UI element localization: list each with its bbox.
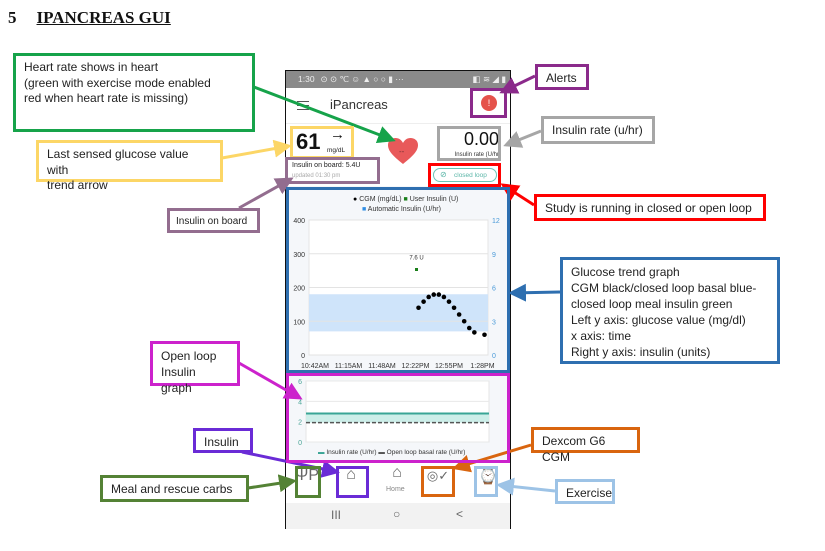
- arrow-open-loop: [238, 361, 303, 400]
- highlight-alerts: [470, 88, 507, 118]
- y-right-tick-label: 12: [492, 218, 500, 225]
- highlight-glucose: [290, 126, 354, 159]
- back-button[interactable]: <: [456, 507, 464, 521]
- y-right-tick-label: 3: [492, 319, 496, 326]
- cgm-point: [482, 332, 487, 338]
- status-right-icons: ◧ ≋ ◢ ▮: [472, 74, 506, 84]
- x-tick-label: 11:48AM: [368, 363, 396, 370]
- y-left-tick-label: 300: [293, 252, 305, 259]
- y-right-tick-label: 0: [492, 353, 496, 360]
- legend-cgm: ● CGM (mg/dL) ■ User Insulin (U): [353, 196, 459, 203]
- cgm-point: [436, 292, 442, 297]
- iob-updated: updated 01:30 pm: [292, 173, 341, 179]
- note-open-loop: Open loop Insulin graph: [150, 341, 240, 395]
- bottom-nav: ΨP ⌂ ⌂ Home ◎✓ ⌚: [286, 461, 510, 506]
- user-insulin-point: [415, 268, 418, 271]
- status-time: 1:30: [298, 74, 315, 84]
- arrow-heart: [253, 85, 396, 144]
- cgm-point: [426, 294, 431, 300]
- loop-mode-badge[interactable]: closed loop: [433, 168, 497, 182]
- arrow-iob: [238, 177, 294, 210]
- arrow-alerts: [499, 74, 536, 94]
- insulin-rate-fill: [306, 413, 489, 423]
- trend-arrow-icon: →: [330, 126, 345, 143]
- cgm-point: [446, 299, 452, 304]
- arrow-meal: [247, 474, 297, 493]
- y-tick-label: 6: [298, 379, 302, 386]
- insulin-on-board: Insulin on board: 5.4U: [292, 162, 361, 169]
- home-label: Home: [386, 486, 405, 493]
- note-glucose: Last sensed glucose value with trend arr…: [36, 140, 223, 192]
- y-left-tick-label: 400: [293, 218, 305, 225]
- x-tick-label: 1:28PM: [470, 363, 494, 370]
- highlight-insulin-rate: [437, 126, 501, 161]
- arrow-dexcom: [452, 443, 532, 473]
- heart-icon: [388, 138, 418, 164]
- status-icons: ⊙ ⊙ ℃ ☺ ▲ ○ ○ ▮ ···: [320, 74, 404, 84]
- y-right-tick-label: 6: [492, 286, 496, 293]
- y-tick-label: 2: [298, 420, 302, 427]
- legend-auto-insulin: ■ Automatic Insulin (U/hr): [362, 206, 441, 213]
- note-exercise: Exercise: [555, 479, 615, 504]
- y-tick-label: 4: [298, 399, 302, 406]
- note-heart-rate: Heart rate shows in heart (green with ex…: [13, 53, 255, 132]
- note-insulin-rate: Insulin rate (u/hr): [541, 116, 655, 144]
- arrow-insulin-rate: [503, 129, 542, 148]
- system-home-button[interactable]: ○: [393, 507, 401, 521]
- app-title: iPancreas: [330, 97, 388, 112]
- highlight-meal: [295, 466, 321, 498]
- arrow-trend-graph: [508, 283, 561, 302]
- note-iob: Insulin on board: [167, 208, 260, 233]
- note-insulin: Insulin: [193, 428, 253, 453]
- y-right-tick-label: 9: [492, 252, 496, 259]
- y-tick-label: 0: [298, 440, 302, 447]
- insulin-vial-icon[interactable]: ⌂: [346, 466, 356, 483]
- x-tick-label: 11:15AM: [335, 363, 363, 370]
- note-meal: Meal and rescue carbs: [100, 475, 249, 502]
- x-tick-label: 10:42AM: [301, 363, 329, 370]
- note-study-loop: Study is running in closed or open loop: [534, 194, 766, 221]
- cgm-point: [421, 299, 426, 304]
- highlight-open-loop: [286, 373, 510, 463]
- recents-button[interactable]: III: [331, 508, 342, 522]
- glucose-value: 61: [296, 129, 321, 154]
- x-tick-label: 12:55PM: [435, 363, 463, 370]
- home-icon[interactable]: ⌂: [392, 464, 402, 481]
- user-insulin-label: 7.6 U: [409, 256, 423, 262]
- meal-carbs-icon[interactable]: ΨP: [295, 467, 320, 484]
- arrow-glucose: [221, 139, 292, 160]
- alert-bell-icon[interactable]: !: [481, 95, 497, 111]
- cgm-point: [451, 305, 457, 311]
- note-alerts: Alerts: [535, 64, 589, 90]
- note-trend-graph: Glucose trend graph CGM black/closed loo…: [560, 257, 780, 364]
- cgm-eye-icon[interactable]: ◎✓: [426, 468, 450, 483]
- highlight-trend-graph: [286, 187, 510, 373]
- cgm-point: [461, 318, 467, 324]
- x-tick-label: 12:22PM: [401, 363, 429, 370]
- glucose-unit: mg/dL: [327, 147, 346, 154]
- arrow-exercise: [496, 477, 556, 496]
- legend-open-loop: ▬ Insulin rate (U/hr) ▬ Open loop basal …: [318, 449, 466, 456]
- highlight-loop: [428, 163, 501, 187]
- highlight-iob: [285, 157, 380, 184]
- highlight-dexcom: [421, 466, 455, 497]
- system-nav: III ○ <: [286, 503, 510, 529]
- insulin-rate-value: 0.00: [463, 129, 499, 149]
- note-dexcom: Dexcom G6 CGM: [531, 427, 640, 464]
- cgm-point: [472, 330, 477, 335]
- y-left-tick-label: 0: [301, 353, 305, 360]
- cgm-point: [431, 292, 437, 297]
- highlight-exercise: [474, 466, 498, 497]
- cgm-point: [466, 325, 472, 331]
- insulin-rate-label: Insulin rate (U/hr): [454, 152, 501, 158]
- cgm-point: [441, 294, 447, 300]
- status-bar: 1:30 ⊙ ⊙ ℃ ☺ ▲ ○ ○ ▮ ··· ◧ ≋ ◢ ▮: [286, 71, 510, 88]
- cgm-point: [456, 312, 462, 317]
- highlight-insulin: [336, 466, 369, 498]
- y-left-tick-label: 100: [293, 319, 305, 326]
- heart-rate-value: --: [399, 147, 405, 156]
- y-left-tick-label: 200: [293, 286, 305, 293]
- cgm-point: [416, 305, 421, 311]
